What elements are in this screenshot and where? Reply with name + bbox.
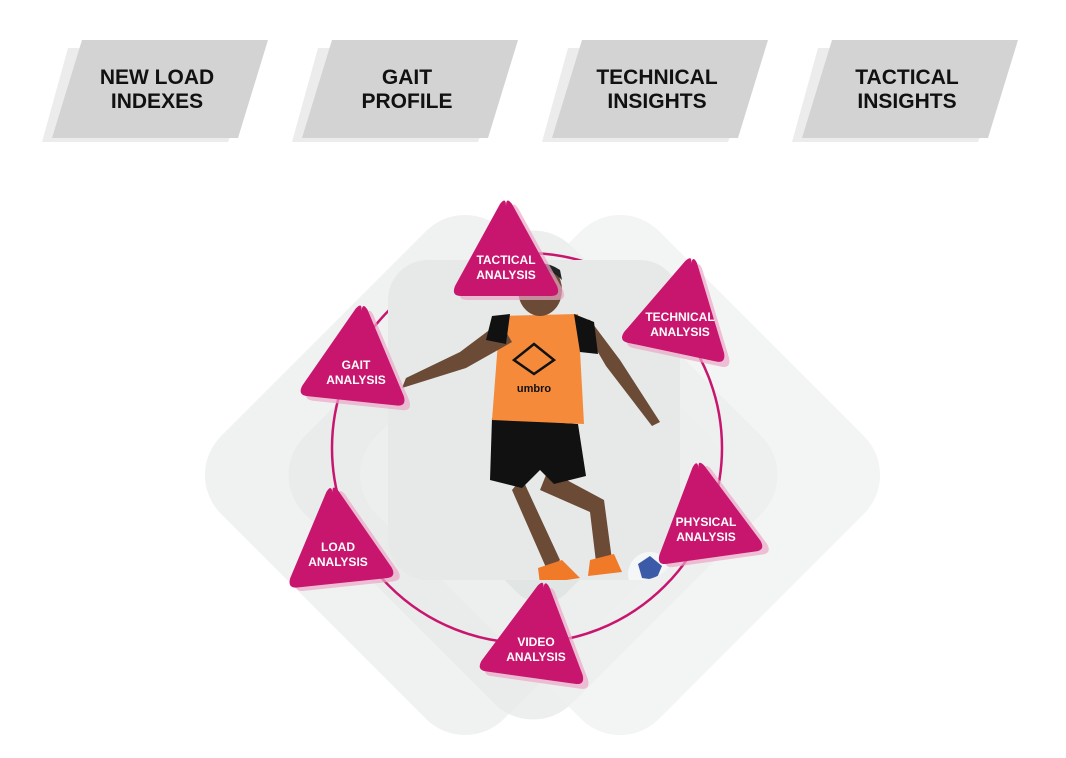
node-shape — [300, 305, 405, 406]
node-label-line2: ANALYSIS — [326, 373, 386, 387]
analysis-nodes: TACTICALANALYSISTECHNICALANALYSISPHYSICA… — [280, 200, 769, 690]
node-label-line1: TECHNICAL — [645, 310, 714, 324]
insights-header-row: NEW LOAD INDEXES GAIT PROFILE TECHNICAL … — [0, 0, 1066, 160]
tab-technical-insights[interactable]: TECHNICAL INSIGHTS — [542, 38, 768, 144]
node-shape — [289, 487, 394, 588]
node-shape — [479, 582, 584, 685]
tab-shape — [792, 40, 1018, 142]
analysis-cycle-diagram: umbro TACTICALANALYSISTECHNICALANALYSISP… — [204, 200, 881, 736]
tab-shape — [542, 40, 768, 142]
node-shape — [622, 258, 725, 362]
tab-tactical-insights[interactable]: TACTICAL INSIGHTS — [792, 38, 1018, 144]
node-label-line2: ANALYSIS — [308, 555, 368, 569]
node-label-line1: TACTICAL — [476, 253, 535, 267]
node-label-line2: ANALYSIS — [650, 325, 710, 339]
tab-label: GAIT PROFILE — [361, 66, 453, 113]
tab-new-load-indexes[interactable]: NEW LOAD INDEXES — [42, 38, 268, 144]
node-shape — [658, 462, 763, 565]
tab-label: TACTICAL INSIGHTS — [855, 66, 959, 113]
tab-label: TECHNICAL INSIGHTS — [596, 66, 718, 113]
node-label-line1: GAIT — [342, 358, 371, 372]
tab-shape — [292, 40, 518, 142]
node-label-line1: PHYSICAL — [676, 515, 737, 529]
node-label-line2: ANALYSIS — [506, 650, 566, 664]
tab-gait-profile[interactable]: GAIT PROFILE — [292, 38, 518, 144]
bib-logo-text: umbro — [517, 383, 552, 395]
tab-shape — [42, 40, 268, 142]
node-label-line2: ANALYSIS — [476, 268, 536, 282]
node-label-line2: ANALYSIS — [676, 530, 736, 544]
node-label-line1: LOAD — [321, 540, 355, 554]
node-shape — [453, 200, 559, 296]
node-label-line1: VIDEO — [517, 635, 554, 649]
player-photo: umbro — [388, 260, 680, 580]
tab-label: NEW LOAD INDEXES — [99, 66, 215, 113]
